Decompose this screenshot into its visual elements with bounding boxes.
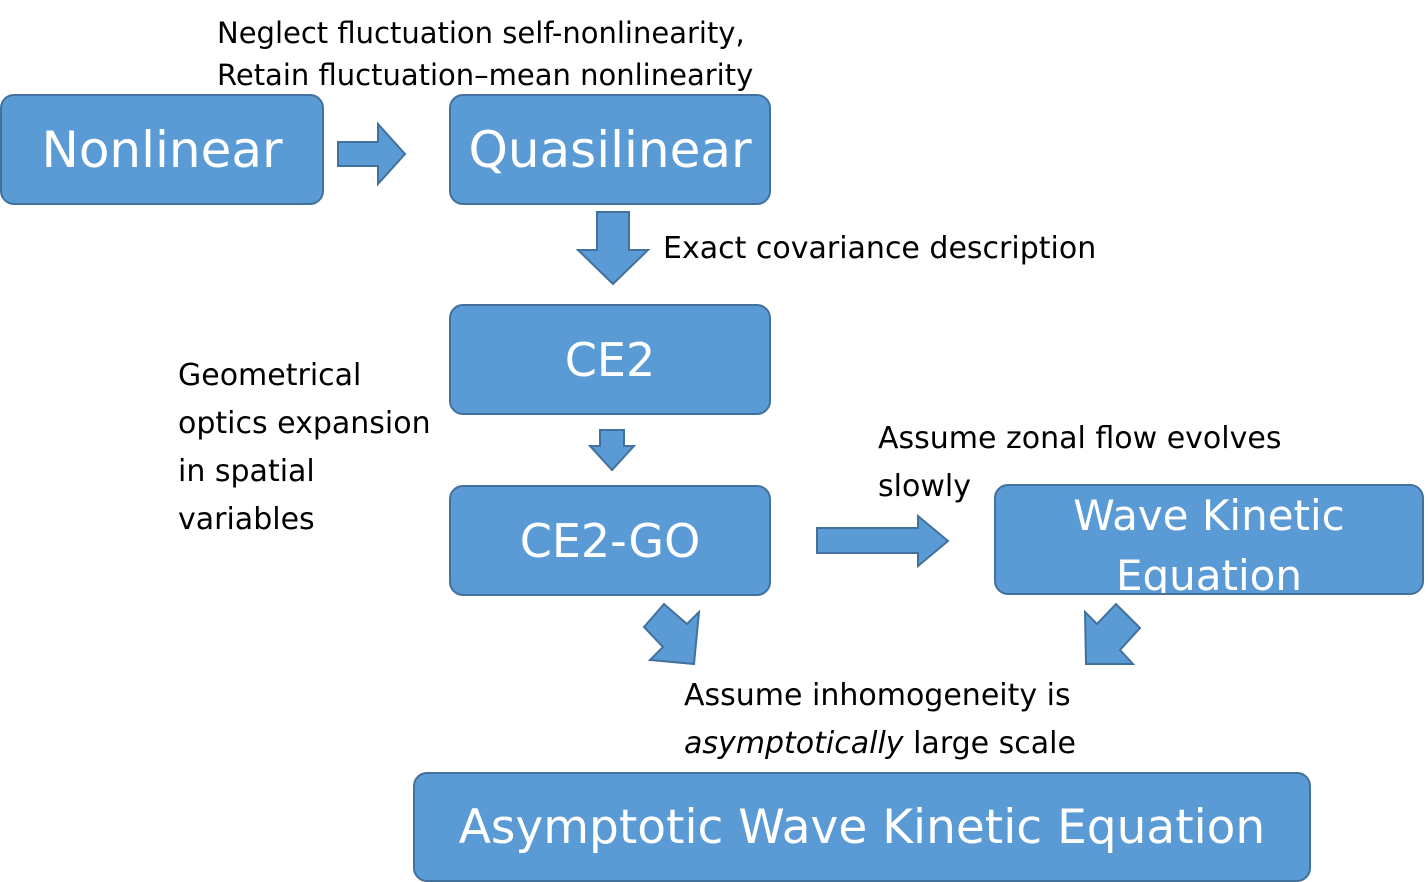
asymptotic-wave-kinetic-equation-box-label: Asymptotic Wave Kinetic Equation (458, 799, 1266, 855)
geometrical-optics-line3: in spatial (178, 454, 315, 489)
ce2-box: CE2 (449, 304, 771, 415)
arrow-ce2-to-ce2go (587, 429, 637, 472)
ce2go-box-label: CE2-GO (519, 513, 701, 568)
arrow-nonlinear-to-quasilinear (337, 121, 407, 187)
nonlinear-box: Nonlinear (0, 94, 324, 205)
inhomogeneity-line1: Assume inhomogeneity is (684, 678, 1071, 713)
geometrical-optics-line2: optics expansion (178, 406, 431, 441)
neglect-nonlinearity-line1: Neglect fluctuation self-nonlinearity, (217, 16, 745, 50)
zonal-flow-label: Assume zonal flow evolves slowly (878, 415, 1281, 511)
wave-kinetic-equation-box-label: Wave Kinetic Equation (1073, 491, 1345, 595)
exact-covariance-text: Exact covariance description (663, 231, 1097, 266)
zonal-flow-line2: slowly (878, 469, 971, 504)
inhomogeneity-line2-rest: large scale (903, 726, 1076, 761)
quasilinear-box-label: Quasilinear (468, 120, 752, 179)
wave-kinetic-equation-box: Wave Kinetic Equation (994, 484, 1424, 595)
quasilinear-box: Quasilinear (449, 94, 771, 205)
neglect-nonlinearity-line2: Retain fluctuation–mean nonlinearity (217, 58, 754, 92)
ce2go-box: CE2-GO (449, 485, 771, 596)
geometrical-optics-line4: variables (178, 502, 315, 537)
arrow-ce2go-to-awke (642, 602, 701, 666)
asymptotic-wave-kinetic-equation-box: Asymptotic Wave Kinetic Equation (413, 772, 1311, 882)
inhomogeneity-label: Assume inhomogeneity is asymptotically l… (684, 672, 1076, 768)
arrow-ce2go-to-wke (816, 513, 950, 569)
neglect-nonlinearity-label: Neglect fluctuation self-nonlinearity, R… (217, 12, 753, 96)
zonal-flow-line1: Assume zonal flow evolves (878, 421, 1282, 456)
ce2-box-label: CE2 (564, 332, 656, 387)
geometrical-optics-line1: Geometrical (178, 358, 362, 393)
nonlinear-box-label: Nonlinear (41, 120, 283, 179)
exact-covariance-label: Exact covariance description (663, 225, 1096, 273)
asymptotically-italic: asymptotically (684, 726, 904, 761)
inhomogeneity-line2: asymptotically large scale (684, 720, 1076, 768)
arrow-quasilinear-to-ce2 (575, 211, 651, 286)
geometrical-optics-label: Geometrical optics expansion in spatial … (178, 352, 431, 544)
arrow-wke-to-awke (1083, 602, 1142, 665)
